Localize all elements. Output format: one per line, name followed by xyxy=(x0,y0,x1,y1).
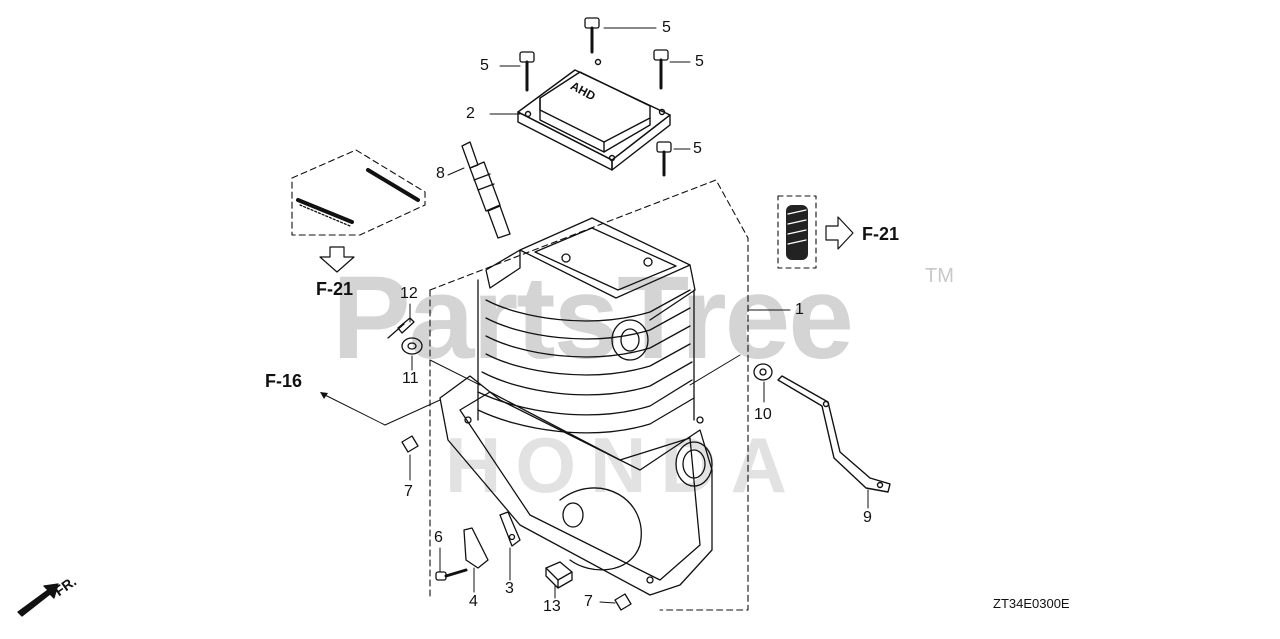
cooling-fins xyxy=(477,289,695,434)
watermark-brand: PartsTree xyxy=(332,252,854,384)
callout-lever: 9 xyxy=(863,509,872,526)
spring-box xyxy=(777,195,817,269)
bolt-icon xyxy=(519,17,672,177)
right-arrow-icon xyxy=(825,216,854,250)
reference-f21-right[interactable]: F-21 xyxy=(862,224,900,244)
watermark-maker: HONDA xyxy=(445,421,801,509)
callout-plate: 3 xyxy=(505,580,514,597)
callout-clip: 12 xyxy=(400,285,418,302)
callout-cylinder: 1 xyxy=(795,301,804,318)
assembly-outline xyxy=(429,179,749,611)
diagram-code: ZT34E0300E xyxy=(993,596,1070,611)
fr-arrow-icon xyxy=(17,583,59,617)
screw-icon xyxy=(435,568,468,581)
callout-bolt-right: 5 xyxy=(695,53,704,70)
leader-lines xyxy=(324,27,869,604)
down-arrow-icon xyxy=(319,246,355,273)
callout-washer-right: 10 xyxy=(754,406,772,423)
rubber-block-icon xyxy=(545,561,573,589)
lever-rod-icon xyxy=(777,375,891,493)
stud-bolt-box xyxy=(291,149,426,236)
callout-dowel-bottom: 7 xyxy=(584,593,593,610)
reference-f16[interactable]: F-16 xyxy=(265,371,303,391)
f16-arrowhead xyxy=(320,392,328,399)
washer-icon xyxy=(401,337,773,381)
head-cover xyxy=(517,58,671,171)
callout-bolt-lower: 5 xyxy=(693,140,702,157)
spark-plug-icon xyxy=(461,141,511,239)
callout-washer-left: 11 xyxy=(402,370,419,387)
callout-spark-plug: 8 xyxy=(436,165,445,182)
clip-icon xyxy=(387,317,415,339)
callout-bolt-top: 5 xyxy=(662,19,671,36)
crankcase xyxy=(439,375,713,596)
valve-spring-icon xyxy=(786,205,808,260)
plate-icon xyxy=(463,511,521,569)
callout-screw: 6 xyxy=(434,529,443,546)
callout-rubber-block: 13 xyxy=(543,598,561,615)
callout-cover-plate: 4 xyxy=(469,593,478,610)
dowel-pin-icon xyxy=(401,435,632,611)
watermark-trademark: TM xyxy=(925,265,954,287)
stud-bolt-icon xyxy=(296,168,420,227)
callout-dowel-left: 7 xyxy=(404,483,413,500)
callout-bolt-left: 5 xyxy=(480,57,489,74)
reference-f21-left[interactable]: F-21 xyxy=(316,279,354,299)
cylinder-body xyxy=(477,217,696,434)
callout-head-cover: 2 xyxy=(466,105,475,122)
